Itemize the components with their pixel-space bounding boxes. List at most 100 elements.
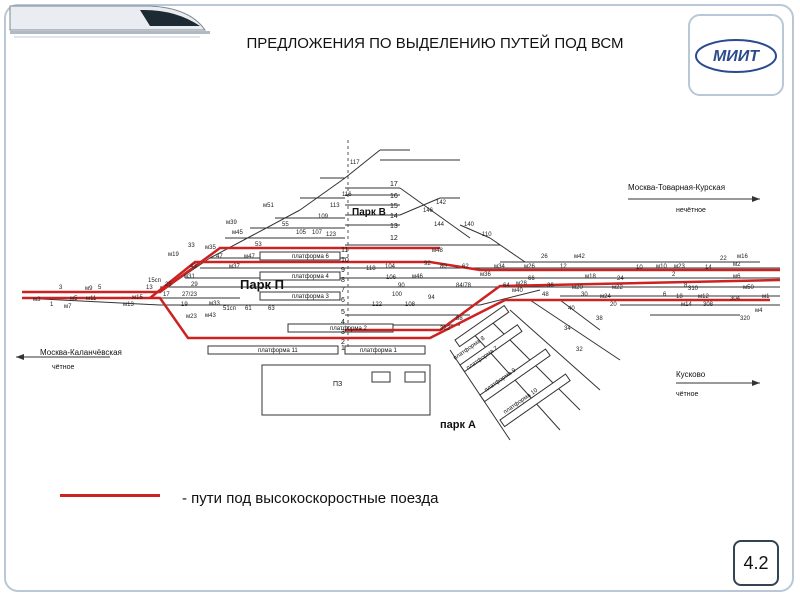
track-11: 11 xyxy=(341,247,348,254)
switch-123: 123 xyxy=(326,232,337,238)
signal-m16: м16 xyxy=(737,254,748,260)
switch-117: 117 xyxy=(350,160,360,166)
signal-m6: м6 xyxy=(733,274,741,280)
switch-53: 53 xyxy=(255,242,262,248)
moscow-tov-label: Москва-Товарная-Курская xyxy=(628,183,725,192)
switch-40: 40 xyxy=(568,306,575,312)
track-8: 8 xyxy=(341,277,345,284)
signal-m14: м14 xyxy=(681,302,692,308)
platform-4 xyxy=(259,271,341,281)
switch-22: 22 xyxy=(720,256,727,262)
switch-18: 18 xyxy=(676,294,683,300)
signal-m34: м34 xyxy=(494,264,505,270)
signal-m22: м22 xyxy=(612,285,623,291)
park-p-label: Парк П xyxy=(240,277,284,292)
switch-6: 6 xyxy=(663,292,667,298)
platform-6-label: платформа 6 xyxy=(292,254,329,260)
switch-27-23: 27/23 xyxy=(182,292,198,298)
switch-48: 48 xyxy=(542,292,549,298)
signal-m47: м47 xyxy=(244,254,255,260)
switch-33: 33 xyxy=(188,243,195,249)
switch-66: 66 xyxy=(528,276,535,282)
platform-6 xyxy=(259,251,341,261)
switch-140: 140 xyxy=(464,222,475,228)
signal-m7: м7 xyxy=(64,304,72,310)
switch-92: 92 xyxy=(424,261,431,267)
track-14: 14 xyxy=(390,213,398,220)
signal-m26: м26 xyxy=(524,264,535,270)
platform-4-label: платформа 4 xyxy=(292,274,329,280)
signal-m46: м46 xyxy=(412,274,423,280)
signal-m10: м10 xyxy=(656,264,667,270)
switch-116: 116 xyxy=(342,192,352,198)
track-15: 15 xyxy=(390,203,398,210)
switch-19: 19 xyxy=(181,302,188,308)
switch-109: 109 xyxy=(318,214,329,220)
diagram-labels: 117 116 113 109 105 107 123 110 142 146 … xyxy=(50,160,751,353)
track-6: 6 xyxy=(341,297,345,304)
switch-62: 62 xyxy=(462,264,469,270)
track-3: 3 xyxy=(341,329,345,336)
switch-118: 118 xyxy=(366,266,376,272)
signal-m24: м24 xyxy=(600,294,611,300)
left-arrow-head xyxy=(16,354,24,360)
track-13: 13 xyxy=(390,223,398,230)
platform-2-label: платформа 2 xyxy=(330,326,367,332)
switch-17: 17 xyxy=(163,292,170,298)
switch-106: 106 xyxy=(386,275,397,281)
platform-3 xyxy=(259,291,341,301)
signal-labels: м51 м39 м45 м19 м35 м47 м37 м31 м23 м43 … xyxy=(33,203,770,320)
signal-m20: м20 xyxy=(572,285,583,291)
switch-32: 32 xyxy=(576,347,583,353)
signal-m42: м42 xyxy=(574,254,585,260)
miit-logo: МИИТ xyxy=(695,39,777,73)
switch-55: 55 xyxy=(282,222,289,228)
signal-m12: м12 xyxy=(698,294,709,300)
switch-64: 64 xyxy=(503,283,510,289)
track-4: 4 xyxy=(341,319,345,326)
signal-m40: м40 xyxy=(512,288,523,294)
switch-12: 12 xyxy=(560,264,567,270)
legend-text: - пути под высокоскоростные поезда xyxy=(182,490,439,507)
switch-10: 10 xyxy=(636,265,643,271)
page-number-badge: 4.2 xyxy=(733,540,779,586)
legend-hsr-line xyxy=(60,494,160,497)
track-16: 16 xyxy=(390,193,398,200)
switch-26: 26 xyxy=(541,254,548,260)
logo-text: МИИТ xyxy=(713,48,760,65)
switch-310: 310 xyxy=(688,286,699,292)
right-arrow-head-bottom xyxy=(752,380,760,386)
switch-51sp: 51сп xyxy=(223,306,236,312)
track-numbers: 17 16 15 14 13 12 11 10 9 8 7 6 5 4 3 2 … xyxy=(341,181,398,352)
switch-34: 34 xyxy=(564,326,571,332)
signal-m9: м9 xyxy=(85,286,93,292)
signal-m23b: м23 xyxy=(674,264,685,270)
switch-146: 146 xyxy=(423,208,434,214)
switch-110: 110 xyxy=(482,232,492,238)
platforms xyxy=(207,251,426,355)
switch-15sp: 15сп xyxy=(148,278,161,284)
switch-142: 142 xyxy=(436,200,447,206)
signal-m2: м2 xyxy=(733,262,741,268)
moscow-kalanch-label: Москва-Каланчёвская xyxy=(40,348,122,357)
signal-m31: м31 xyxy=(184,274,195,280)
switch-113: 113 xyxy=(330,203,340,209)
switch-308: 308 xyxy=(703,302,714,308)
platform-1 xyxy=(344,345,426,355)
switch-63: 63 xyxy=(268,306,275,312)
signal-m15: м15 xyxy=(132,295,143,301)
track-12: 12 xyxy=(390,235,398,242)
switch-108: 108 xyxy=(405,302,416,308)
pz-label: ПЗ xyxy=(333,381,342,388)
switch-36: 36 xyxy=(547,283,554,289)
even-right-label: чётное xyxy=(676,391,699,398)
switch-29: 29 xyxy=(191,282,198,288)
signal-m28: м28 xyxy=(516,281,527,287)
switch-104: 104 xyxy=(385,264,396,270)
signal-m3: м3 xyxy=(33,297,41,303)
switch-61: 61 xyxy=(245,306,252,312)
signal-m5: м5 xyxy=(70,296,78,302)
switch-90: 90 xyxy=(398,283,405,289)
slide-frame xyxy=(4,4,794,592)
